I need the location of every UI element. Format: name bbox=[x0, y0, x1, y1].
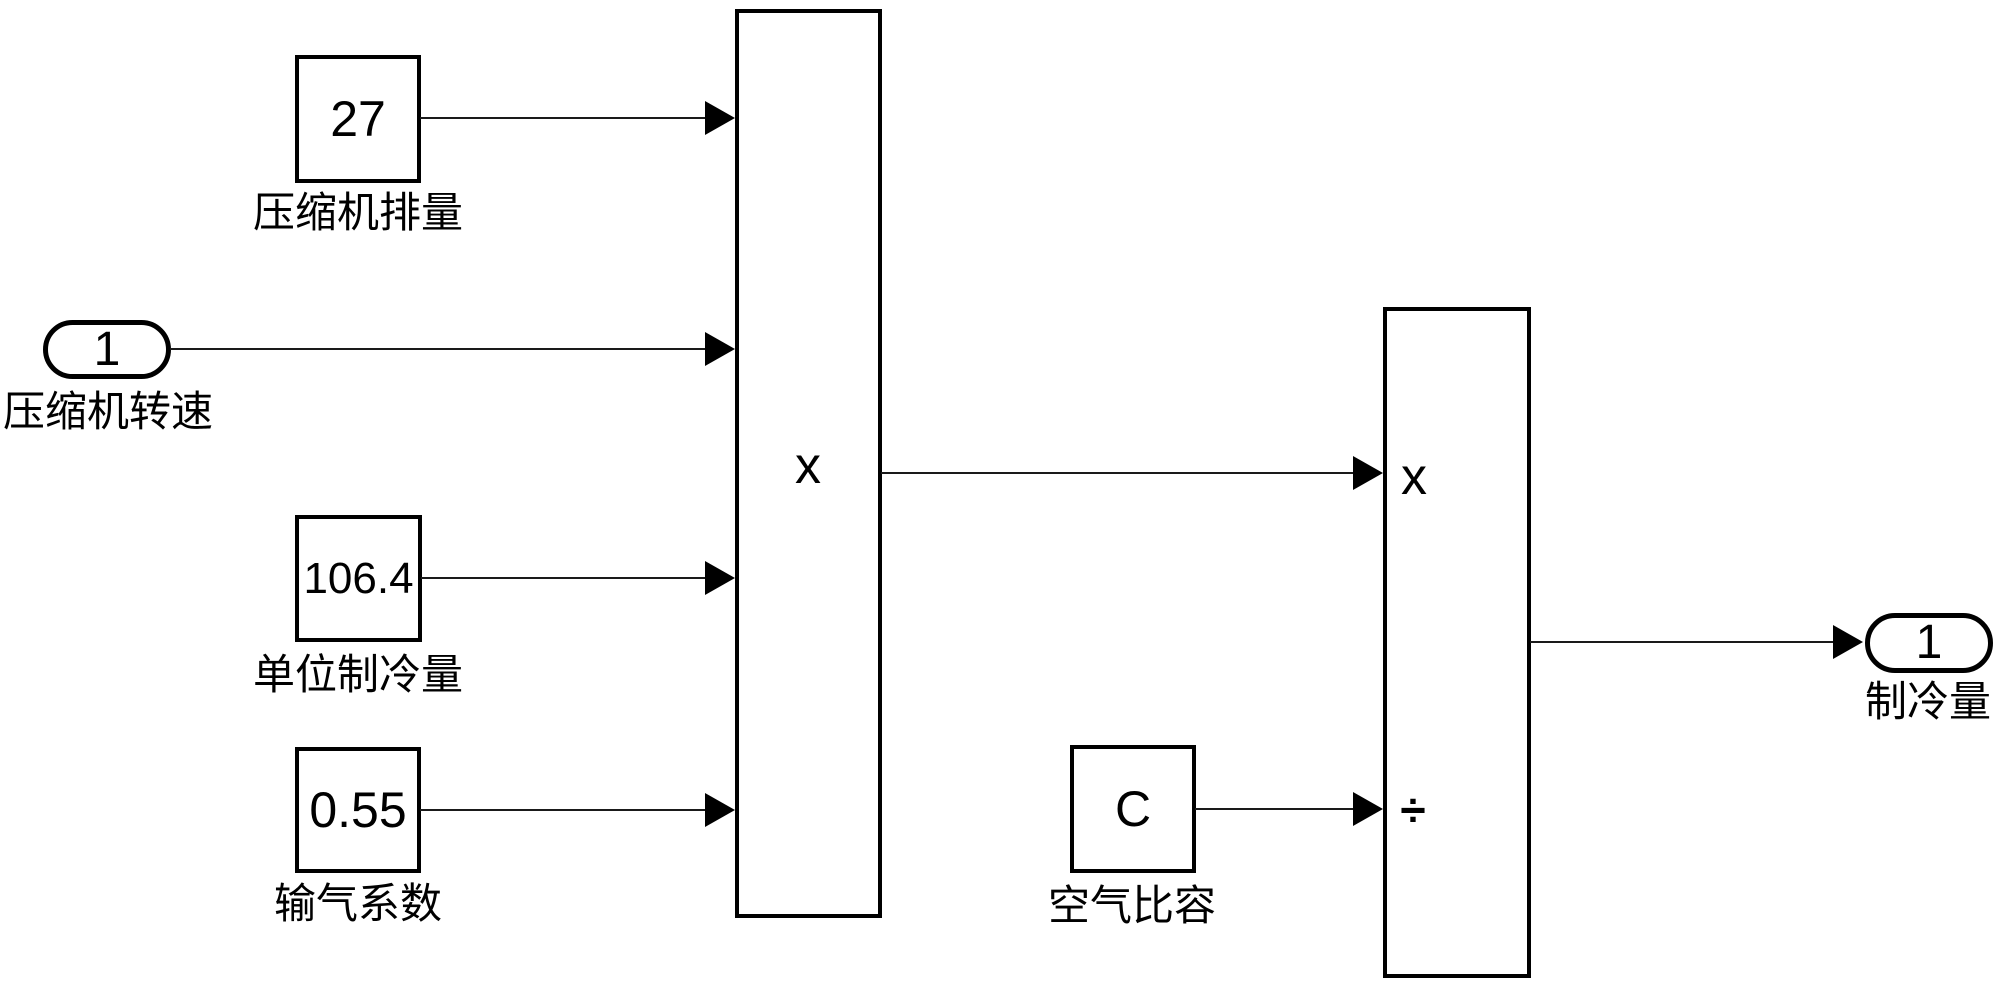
constant-block-displacement[interactable]: 27 bbox=[295, 55, 421, 183]
wire-displacement-to-product1 bbox=[420, 117, 705, 119]
constant-block-air-volume[interactable]: C bbox=[1070, 745, 1196, 873]
wire-unit-cooling-to-product1 bbox=[421, 577, 705, 579]
constant-value-delivery-coeff: 0.55 bbox=[309, 782, 407, 838]
constant-value-displacement: 27 bbox=[330, 91, 386, 147]
outport-number: 1 bbox=[1915, 616, 1943, 669]
arrowhead-icon bbox=[1353, 792, 1383, 826]
wire-speed-to-product1 bbox=[170, 348, 705, 350]
arrowhead-icon bbox=[1833, 625, 1863, 659]
wire-air-volume-to-product2 bbox=[1195, 808, 1353, 810]
arrowhead-icon bbox=[1353, 456, 1383, 490]
multiply-symbol-product1: x bbox=[795, 437, 821, 495]
inport-number: 1 bbox=[93, 322, 121, 376]
divide-symbol-product2: ÷ bbox=[1400, 784, 1426, 836]
product-block-2[interactable] bbox=[1383, 307, 1531, 978]
label-compressor-speed: 压缩机转速 bbox=[2, 390, 213, 436]
label-unit-cooling: 单位制冷量 bbox=[252, 653, 463, 699]
constant-block-unit-cooling[interactable]: 106.4 bbox=[295, 515, 422, 642]
constant-value-unit-cooling: 106.4 bbox=[303, 553, 414, 603]
arrowhead-icon bbox=[705, 332, 735, 366]
label-air-volume: 空气比容 bbox=[1047, 884, 1216, 930]
wire-product1-to-product2 bbox=[881, 472, 1353, 474]
label-delivery-coeff: 输气系数 bbox=[273, 882, 442, 928]
constant-block-delivery-coeff[interactable]: 0.55 bbox=[295, 747, 421, 873]
outport-cooling-capacity[interactable]: 1 bbox=[1865, 613, 1993, 673]
label-cooling-capacity: 制冷量 bbox=[1864, 680, 1991, 726]
inport-compressor-speed[interactable]: 1 bbox=[43, 320, 171, 379]
wire-product2-to-outport bbox=[1530, 641, 1833, 643]
label-displacement: 压缩机排量 bbox=[252, 191, 463, 237]
arrowhead-icon bbox=[705, 101, 735, 135]
arrowhead-icon bbox=[705, 561, 735, 595]
multiply-symbol-product2: x bbox=[1401, 448, 1427, 506]
wire-delivery-coeff-to-product1 bbox=[420, 809, 705, 811]
constant-value-air-volume: C bbox=[1114, 781, 1152, 837]
product-block-1[interactable] bbox=[735, 9, 882, 918]
arrowhead-icon bbox=[705, 793, 735, 827]
